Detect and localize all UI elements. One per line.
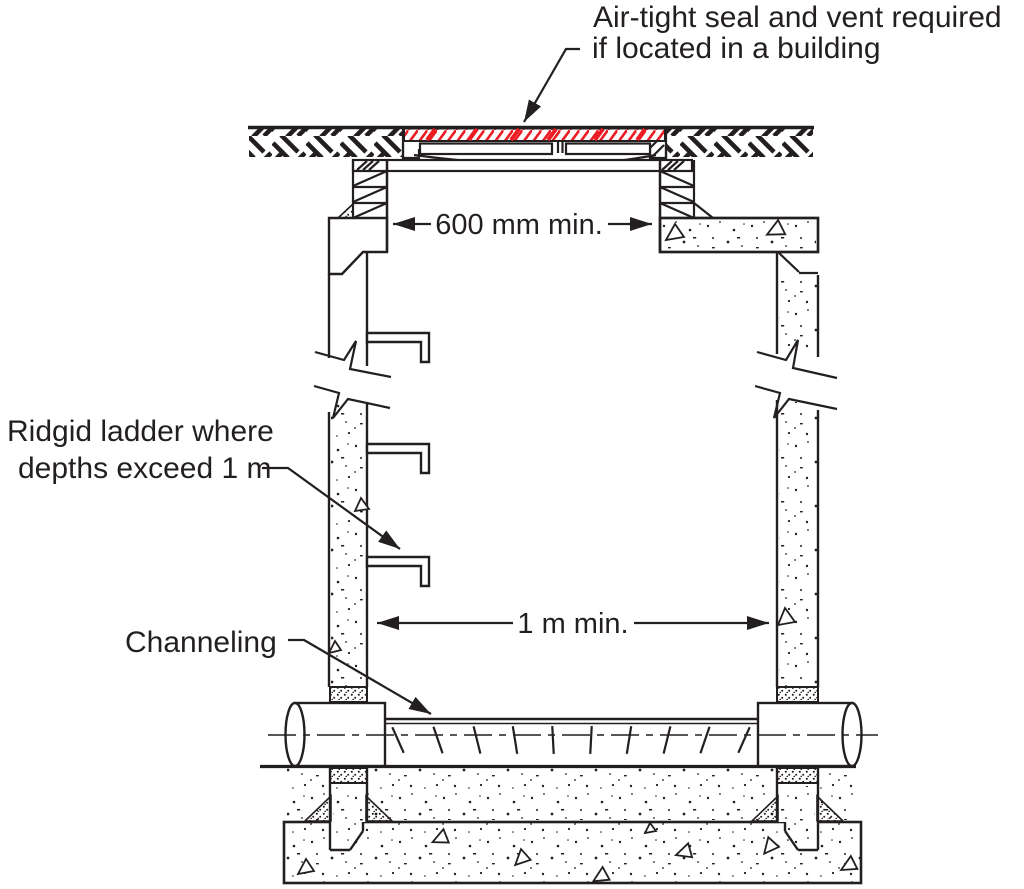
cover-lid-right [564,142,652,156]
mortar-bands [329,686,819,703]
note-line-1: Air-tight seal and vent required [593,1,1002,34]
note-line-2: if located in a building [592,32,881,65]
manhole-cover [401,127,668,168]
cover-lid-left [418,142,554,156]
channel-curve-ticks [391,725,751,755]
ladder-rung [365,442,431,475]
ladder-rung [365,331,431,364]
channel-invert [385,717,758,755]
pipes-and-channel [260,701,878,769]
base-slab [282,820,863,885]
ladder-label-line-2: depths exceed 1 m [18,452,272,485]
left-wall-concrete [331,404,366,687]
chamber-walls [313,252,838,687]
ladder-leader-arrow [262,466,401,550]
frame-seat-band [351,158,694,173]
base-structure [282,766,863,885]
mortar-wedges [303,794,845,822]
adjusting-rings [351,158,714,220]
air-tight-seal-strip [403,127,666,142]
roof-structure [327,160,820,276]
ladder-label-line-1: Ridgid ladder where [7,415,274,448]
wall-break-right [754,339,838,419]
aggregate-triangle [776,606,797,627]
note-leader-arrow [523,47,580,123]
corbel-left [327,216,389,276]
ground-hatch-left [249,129,403,157]
width-dimension-text: 1 m min. [517,608,628,640]
mortar-bed [776,767,819,784]
aggregate-triangles [296,821,859,883]
aggregate-triangle [327,639,343,655]
right-wall-concrete-lower [779,402,817,687]
ladder-rungs [365,331,431,588]
ground-hatch-right [666,129,813,157]
aggregate-triangle [353,496,371,513]
channeling-label: Channeling [125,626,277,659]
aggregate-triangle [664,222,686,242]
dimension-opening: 600 mm min. [393,209,652,241]
aggregate-triangle [765,218,787,236]
annotations: Air-tight seal and vent required if loca… [7,1,1002,715]
dimension-width: 1 m min. [377,608,769,640]
channeling-leader-arrow [288,638,432,715]
ladder-rung [365,555,431,588]
mortar-bed-left [329,686,368,703]
seal-marks [425,127,647,142]
mortar-bed-right [776,686,819,703]
mortar-bed [329,767,368,784]
wall-break-left [313,340,392,419]
opening-dimension-text: 600 mm min. [435,209,603,241]
mortar-bevel [335,202,354,219]
